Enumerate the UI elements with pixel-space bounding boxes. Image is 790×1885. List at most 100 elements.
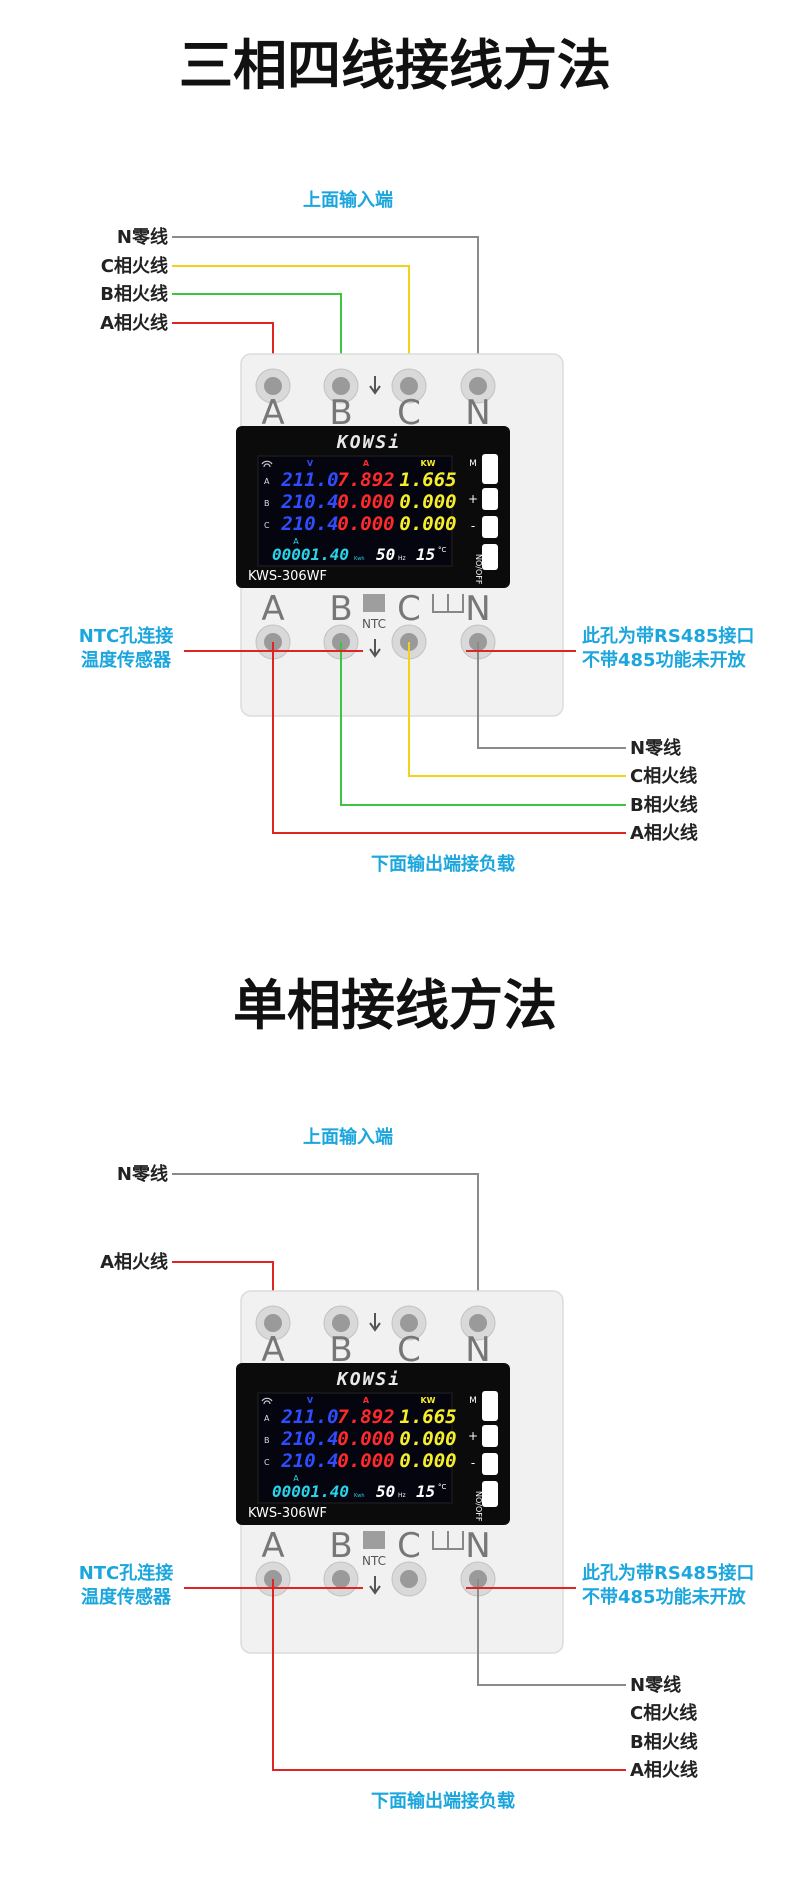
rs485-port [432, 1531, 464, 1550]
top-wire-label: N零线 [117, 226, 168, 248]
model-label: KWS-306WF [248, 569, 327, 584]
top-wire-line [172, 236, 479, 386]
terminal-screw-center [400, 1570, 418, 1588]
terminal-screw-center [332, 1570, 350, 1588]
voltage-reading: 210.4 [280, 491, 338, 513]
panel-button [482, 1481, 498, 1507]
frequency-unit: Hz [398, 555, 406, 562]
current-reading: 7.892 [337, 469, 394, 491]
frequency-unit: Hz [398, 1492, 406, 1499]
column-header: A [363, 1396, 370, 1405]
top-wire-label: N零线 [117, 1163, 168, 1185]
ntc-hole [363, 1531, 385, 1549]
current-reading: 0.000 [337, 1450, 394, 1472]
panel-button [482, 1425, 498, 1447]
column-header: V [307, 459, 314, 468]
energy-reading: 00001.40 [272, 1482, 349, 1501]
down-arrow-icon [369, 1313, 381, 1332]
frequency-reading: 50 [376, 545, 395, 564]
bottom-wire-label: B相火线 [630, 794, 698, 816]
top-wire-label: C相火线 [101, 255, 168, 277]
top-wire-line [172, 1173, 479, 1323]
rs485-note-line1: 此孔为带RS485接口 [582, 1562, 754, 1584]
temperature-unit: °C [438, 1483, 447, 1491]
ntc-note-line2: 温度传感器 [81, 649, 172, 671]
lcd-screen [257, 1392, 453, 1504]
panel-button [482, 454, 498, 484]
current-reading: 0.000 [337, 1428, 394, 1450]
bottom-wire-label: C相火线 [630, 765, 697, 787]
ntc-hole [363, 594, 385, 612]
top-input-label: 上面输入端 [303, 189, 393, 211]
power-reading: 0.000 [399, 1450, 456, 1472]
voltage-reading: 210.4 [280, 1428, 338, 1450]
terminal-label-top: A [261, 393, 284, 433]
top-wire-line [172, 265, 410, 386]
power-reading: 1.665 [399, 469, 456, 491]
voltage-reading: 210.4 [280, 1450, 338, 1472]
terminal-label-top: B [329, 393, 352, 433]
terminal-screw-center [469, 1314, 487, 1332]
bottom-output-label: 下面输出端接负载 [371, 853, 515, 875]
column-header: KW [420, 459, 435, 468]
terminal-label-bottom: A [261, 589, 284, 629]
panel-button [482, 516, 498, 538]
ntc-note-line1: NTC孔连接 [79, 625, 174, 647]
model-label: KWS-306WF [248, 1506, 327, 1521]
terminal-label-bottom: B [329, 1526, 352, 1566]
button-label-plus: + [468, 1429, 478, 1443]
down-arrow-icon [369, 1576, 381, 1595]
terminal-label-bottom: B [329, 589, 352, 629]
terminal-label-bottom: C [397, 589, 421, 629]
frequency-reading: 50 [376, 1482, 395, 1501]
terminal-label-bottom: N [465, 1526, 490, 1566]
energy-unit: Kwh [354, 556, 365, 562]
current-reading: 0.000 [337, 491, 394, 513]
terminal-label-top: C [397, 1330, 421, 1370]
terminal-label-bottom: C [397, 1526, 421, 1566]
column-header: KW [420, 1396, 435, 1405]
energy-header: A [293, 1474, 299, 1483]
terminal-label-top: B [329, 1330, 352, 1370]
row-label: A [264, 1414, 270, 1423]
terminal-screw-center [332, 1314, 350, 1332]
brand-logo: KOWSi [336, 1369, 401, 1390]
bottom-wire-line [340, 642, 626, 806]
bottom-wire-label: N零线 [630, 737, 681, 759]
button-label-plus: + [468, 492, 478, 506]
ntc-label: NTC [362, 617, 386, 631]
bottom-wire-label: C相火线 [630, 1702, 697, 1724]
ntc-note-line1: NTC孔连接 [79, 1562, 174, 1584]
terminal-screw-center [400, 1314, 418, 1332]
row-label: A [264, 477, 270, 486]
rs485-note-line2: 不带485功能未开放 [582, 1586, 747, 1608]
column-header: V [307, 1396, 314, 1405]
wifi-icon [261, 460, 273, 468]
bottom-wire-label: N零线 [630, 1674, 681, 1696]
terminal-label-bottom: A [261, 1526, 284, 1566]
wifi-icon [261, 1397, 273, 1405]
temperature-reading: 15 [416, 545, 435, 564]
terminal-label-top: A [261, 1330, 284, 1370]
bottom-wire-label: B相火线 [630, 1731, 698, 1753]
power-reading: 0.000 [399, 491, 456, 513]
lcd-screen [257, 455, 453, 567]
panel-button [482, 1391, 498, 1421]
panel-button [482, 488, 498, 510]
voltage-reading: 211.0 [280, 469, 338, 491]
row-label: C [264, 1458, 270, 1467]
power-reading: 0.000 [399, 513, 456, 535]
panel-button [482, 1453, 498, 1475]
terminal-screw-center [332, 377, 350, 395]
button-label-m: M [469, 459, 477, 469]
bottom-wire-line [272, 642, 626, 834]
row-label: B [264, 1436, 270, 1445]
panel-button [482, 544, 498, 570]
terminal-label-bottom: N [465, 589, 490, 629]
current-reading: 0.000 [337, 513, 394, 535]
energy-reading: 00001.40 [272, 545, 349, 564]
voltage-reading: 210.4 [280, 513, 338, 535]
terminal-label-top: C [397, 393, 421, 433]
